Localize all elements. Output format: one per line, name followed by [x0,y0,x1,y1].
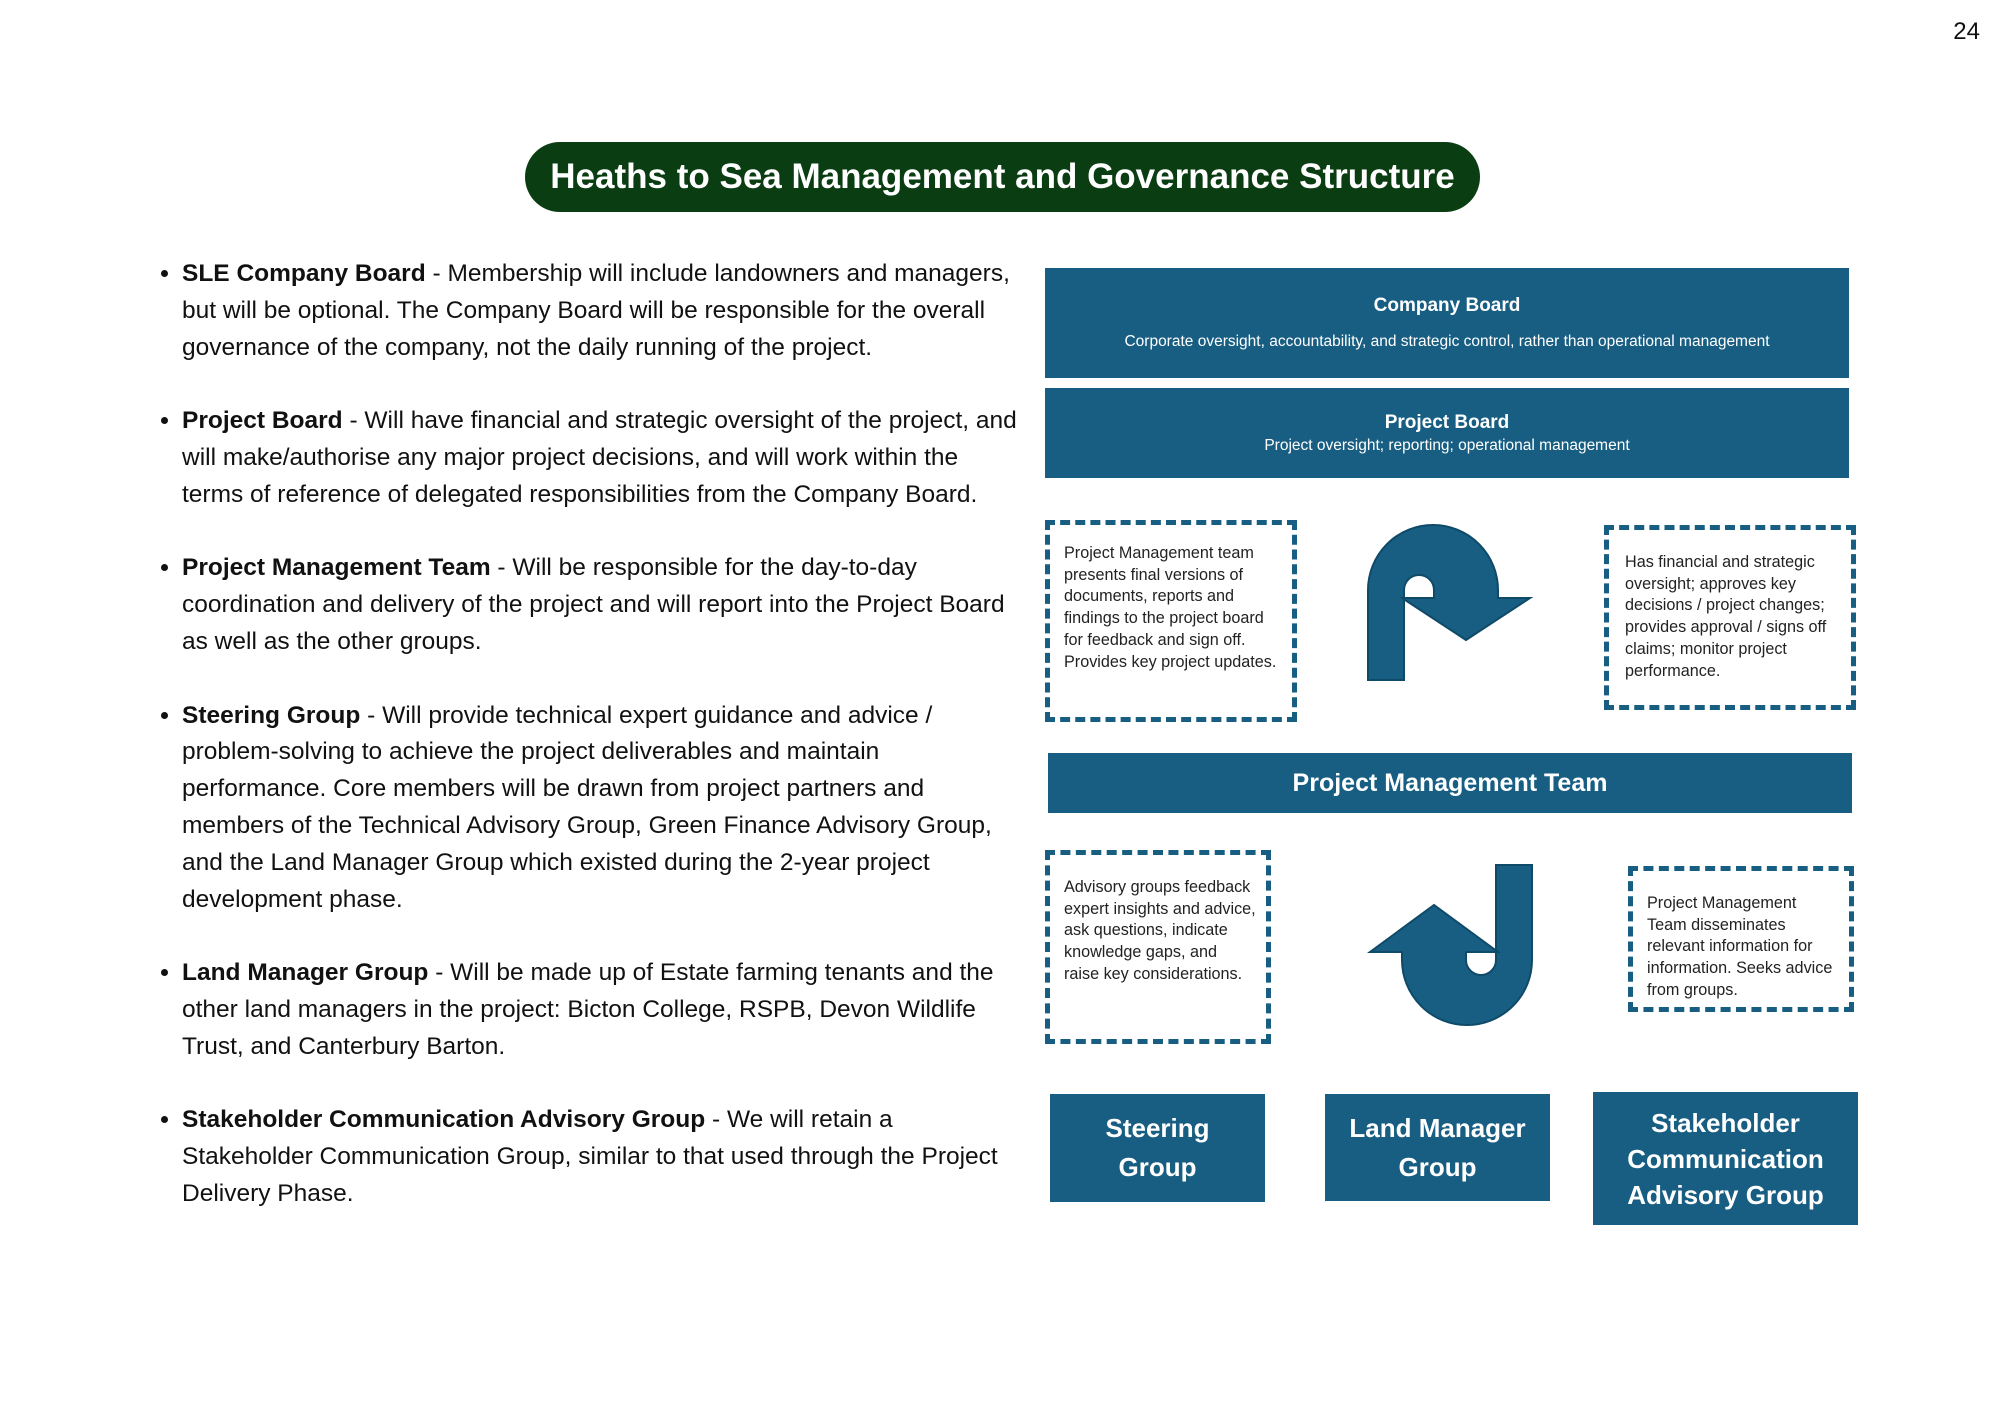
bullet-text: - Will be made up of Estate farming tena… [182,959,994,1060]
bullet-item-company-board: SLE Company Board - Membership will incl… [182,256,1022,366]
pmt-to-groups-note: Project Management Team disseminates rel… [1628,866,1854,1012]
bullet-text: - Will have financial and strategic over… [182,407,1017,508]
project-board-box: Project Board Project oversight; reporti… [1045,388,1849,478]
bullet-item-project-management-team: Project Management Team - Will be respon… [182,550,1022,660]
page-title: Heaths to Sea Management and Governance … [525,142,1480,212]
bullet-term: Project Board [182,407,343,435]
steering-group-line1: Steering [1105,1113,1210,1143]
stakeholder-group-box: Stakeholder Communication Advisory Group [1593,1092,1858,1225]
bullet-item-steering-group: Steering Group - Will provide technical … [182,698,1022,919]
u-turn-arrow-up-icon [1366,864,1533,1026]
project-management-team-title: Project Management Team [1292,768,1608,797]
bullet-text: - Membership will include landowners and… [182,260,1010,361]
company-board-box: Company Board Corporate oversight, accou… [1045,268,1849,378]
pmt-to-board-note: Project Management team presents final v… [1045,520,1297,722]
bullet-text: - We will retain a Stakeholder Communica… [182,1106,998,1207]
board-to-pmt-note: Has financial and strategic oversight; a… [1604,525,1856,710]
company-board-title: Company Board [1373,295,1521,316]
bullet-item-project-board: Project Board - Will have financial and … [182,403,1022,513]
bullet-text: - Will be responsible for the day-to-day… [182,554,1005,655]
project-management-team-box: Project Management Team [1048,753,1852,813]
bullet-term: Steering Group [182,701,361,729]
page-number: 24 [1953,18,1980,45]
u-turn-arrow-down-icon [1367,524,1534,681]
bullet-item-land-manager-group: Land Manager Group - Will be made up of … [182,955,1022,1065]
stakeholder-group-line1: Stakeholder [1651,1107,1800,1138]
groups-to-pmt-note: Advisory groups feedback expert insights… [1045,850,1271,1044]
steering-group-box: Steering Group [1050,1094,1265,1202]
bullet-text: - Will provide technical expert guidance… [182,701,992,913]
bullet-term: Stakeholder Communication Advisory Group [182,1106,706,1134]
bullet-list: SLE Company Board - Membership will incl… [145,256,1022,1250]
bullet-term: SLE Company Board [182,260,426,287]
project-board-subtitle: Project oversight; reporting; operationa… [1264,436,1630,454]
bullet-term: Project Management Team [182,554,491,582]
bullet-term: Land Manager Group [182,959,429,987]
steering-group-line2: Group [1118,1152,1197,1182]
land-manager-group-box: Land Manager Group [1325,1094,1550,1201]
company-board-subtitle: Corporate oversight, accountability, and… [1124,333,1770,350]
stakeholder-group-line2: Communication [1627,1143,1824,1174]
land-manager-group-line2: Group [1398,1151,1477,1182]
project-board-title: Project Board [1384,411,1510,433]
bullet-item-stakeholder-group: Stakeholder Communication Advisory Group… [182,1102,1022,1212]
stakeholder-group-line3: Advisory Group [1627,1179,1824,1210]
land-manager-group-line1: Land Manager [1349,1112,1526,1143]
